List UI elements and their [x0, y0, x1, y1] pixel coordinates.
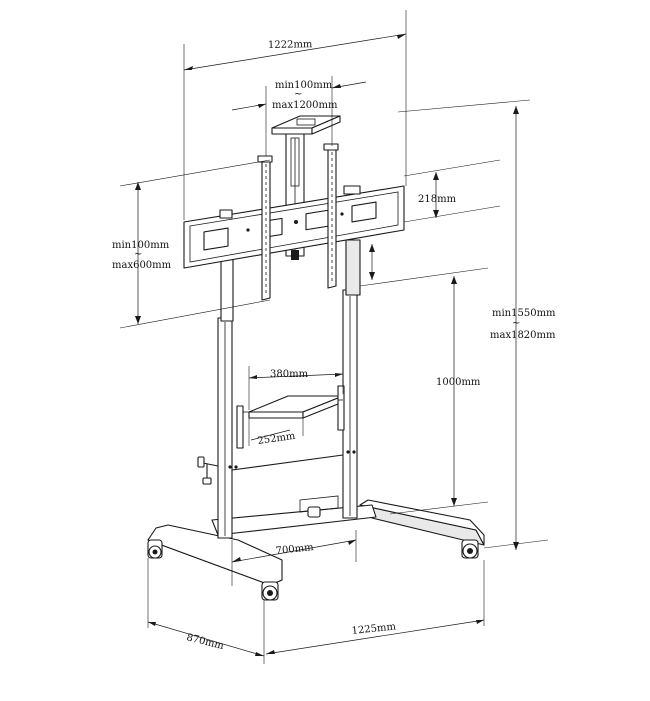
- columns: [197, 239, 361, 539]
- label-shelf-range: 1000mm: [436, 377, 481, 388]
- label-base-depth: 870mm: [185, 632, 225, 652]
- vesa-bracket: [183, 185, 405, 269]
- label-vesa-v-min: min100mm: [112, 240, 170, 251]
- caster-back-left: [307, 506, 321, 518]
- label-vesa-v-max: max600mm: [112, 260, 172, 271]
- label-shelf-width: 380mm: [270, 369, 309, 380]
- label-base-width: 1225mm: [351, 621, 397, 637]
- shelf-clamp-left: [236, 405, 244, 449]
- caster-back-right: [461, 539, 479, 559]
- right-column-upper: [345, 239, 361, 296]
- mounting-arm-right: [323, 143, 339, 289]
- top-tray: [271, 115, 341, 135]
- tie-bar: [231, 454, 344, 471]
- label-bracket-height: 218mm: [418, 194, 457, 205]
- label-overall-width: 1222mm: [268, 39, 313, 51]
- left-foot-top: [147, 524, 283, 586]
- left-column-upper: [220, 254, 234, 322]
- label-height-min: min1550mm: [492, 308, 556, 319]
- dimension-lines: [119, 10, 549, 664]
- caster-front-center: [261, 581, 279, 601]
- label-column-spacing: 700mm: [275, 542, 315, 557]
- dimension-labels: 1222mm min100mm ~ max1200mm 218mm min100…: [112, 39, 556, 652]
- right-foot-top: [359, 499, 485, 546]
- label-height-max: max1820mm: [490, 330, 556, 341]
- caster-front-left: [147, 539, 163, 559]
- label-vesa-h-min: min100mm: [275, 80, 333, 91]
- label-vesa-h-max: max1200mm: [272, 100, 338, 111]
- label-shelf-depth: 252mm: [257, 431, 297, 447]
- shelf-clamp-right: [337, 385, 345, 431]
- mounting-arm-left: [257, 155, 273, 301]
- bracket-slot: [203, 227, 229, 251]
- shelf-front: [248, 411, 304, 419]
- label-vesa-h-tilde: ~: [294, 89, 302, 100]
- label-height-tilde: ~: [512, 318, 520, 329]
- base-frame: [147, 495, 485, 601]
- label-vesa-v-tilde: ~: [134, 249, 142, 260]
- crank-handle: [197, 456, 219, 485]
- base-bracket: [299, 495, 339, 513]
